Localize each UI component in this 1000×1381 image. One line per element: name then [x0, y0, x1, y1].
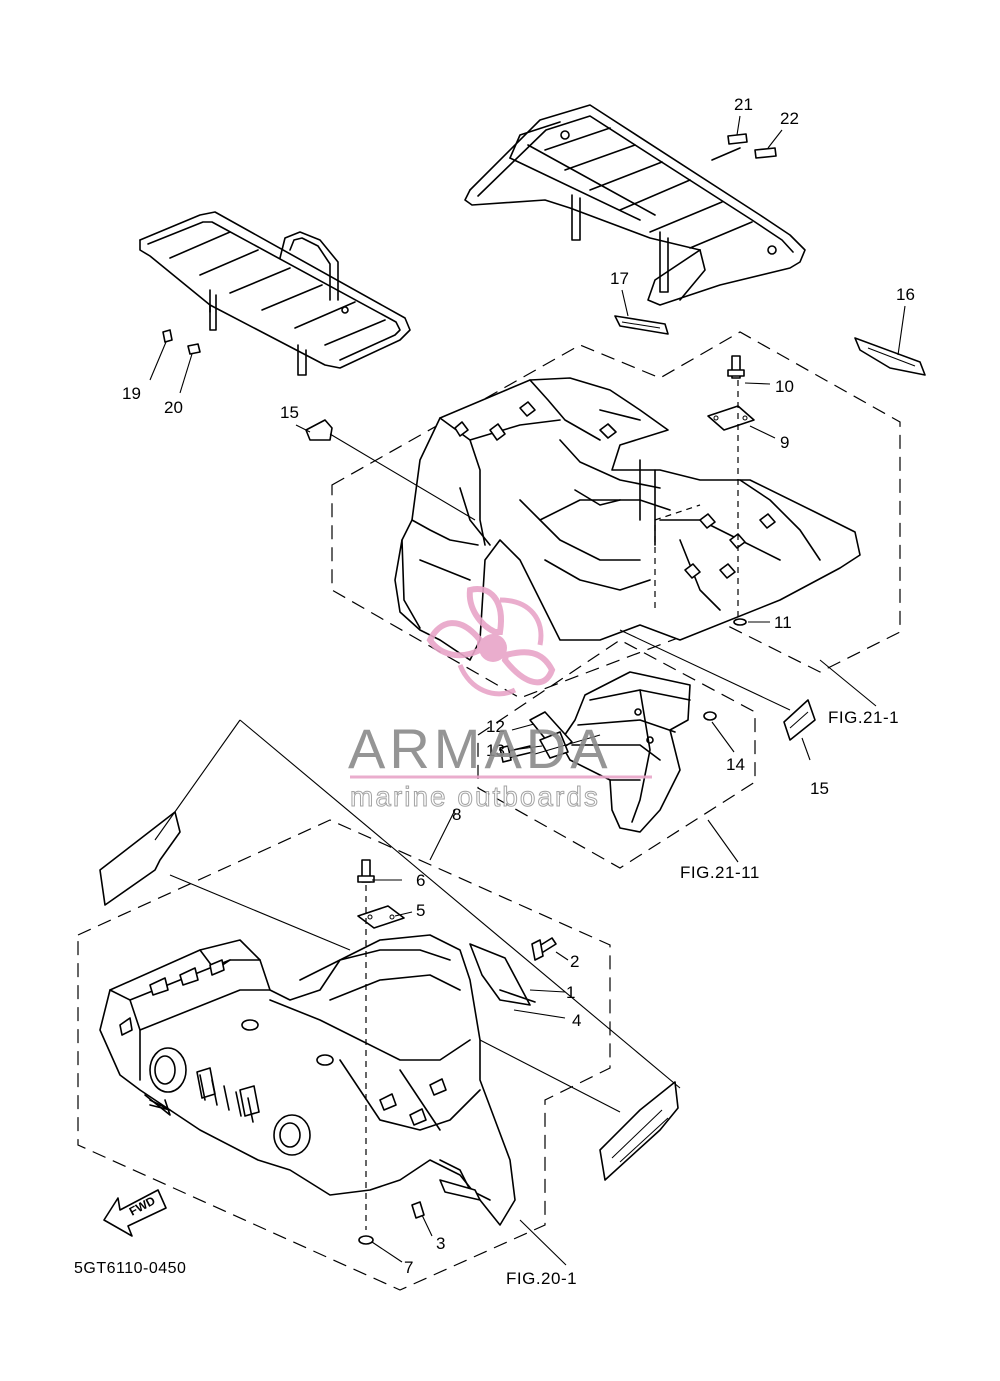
callout-5: 5 [416, 901, 425, 920]
watermark: ARMADA marine outboards [348, 586, 652, 813]
callout-13: 13 [486, 741, 505, 760]
mudflap-outline [477, 639, 756, 869]
callout-4: 4 [572, 1011, 581, 1030]
small-labels [149, 115, 783, 394]
mud-flap [499, 671, 735, 833]
front-fasteners [357, 859, 433, 1263]
front-carrier [139, 211, 411, 376]
propeller-logo-icon [426, 586, 556, 697]
callout-10: 10 [775, 377, 794, 396]
callout-12: 12 [486, 717, 505, 736]
decal-15-right [619, 629, 816, 761]
callout-19: 19 [122, 384, 141, 403]
callout-2: 2 [570, 952, 579, 971]
callout-22: 22 [780, 109, 799, 128]
callout-1: 1 [566, 983, 575, 1002]
plate-9 [707, 405, 755, 431]
callout-11: 11 [774, 613, 792, 632]
plate-5 [357, 905, 405, 929]
callout-9: 9 [780, 433, 789, 452]
watermark-brand: ARMADA [348, 717, 612, 780]
fig-ref-21-11: FIG.21-11 [680, 863, 760, 882]
callout-14: 14 [726, 755, 745, 774]
callout-15-left: 15 [280, 403, 299, 422]
washer-14 [703, 711, 717, 721]
fig-ref-21-1: FIG.21-1 [828, 708, 899, 727]
rear-fasteners [654, 355, 776, 626]
callout-20: 20 [164, 398, 183, 417]
callout-7: 7 [404, 1258, 413, 1277]
callouts: 1 2 3 4 5 6 7 8 9 10 11 12 13 14 15 15 1… [122, 95, 915, 1277]
plate-1 [469, 943, 531, 1006]
rear-fender-outline [331, 331, 901, 699]
front-fender-outline [77, 819, 611, 1291]
label-20-plate [187, 343, 201, 355]
fwd-arrow-icon: FWD [103, 1189, 167, 1237]
decals-top [614, 289, 926, 376]
callout-15-right: 15 [810, 779, 829, 798]
plate-13 [539, 731, 569, 759]
front-decal-left [99, 719, 681, 1089]
washer-7 [358, 1235, 374, 1245]
callout-8: 8 [452, 805, 461, 824]
fig-ref-20-1: FIG.20-1 [506, 1269, 577, 1288]
watermark-tagline: marine outboards [350, 781, 600, 812]
callout-6: 6 [416, 871, 425, 890]
label-22-plate [754, 147, 777, 159]
label-19-plate [162, 329, 173, 343]
decal-15-left [295, 419, 476, 521]
callout-17: 17 [610, 269, 629, 288]
front-plate-group [469, 937, 569, 1019]
drawing-code: 5GT6110-0450 [74, 1260, 186, 1277]
rear-fender [394, 377, 861, 661]
callout-3: 3 [436, 1234, 445, 1253]
callout-16: 16 [896, 285, 915, 304]
rear-carrier [464, 104, 806, 306]
callout-21: 21 [734, 95, 753, 114]
washer-11 [733, 618, 747, 626]
front-fender [99, 934, 516, 1226]
nut-3 [411, 1201, 425, 1219]
front-decal-right [479, 1039, 679, 1181]
label-21-plate [727, 133, 748, 145]
